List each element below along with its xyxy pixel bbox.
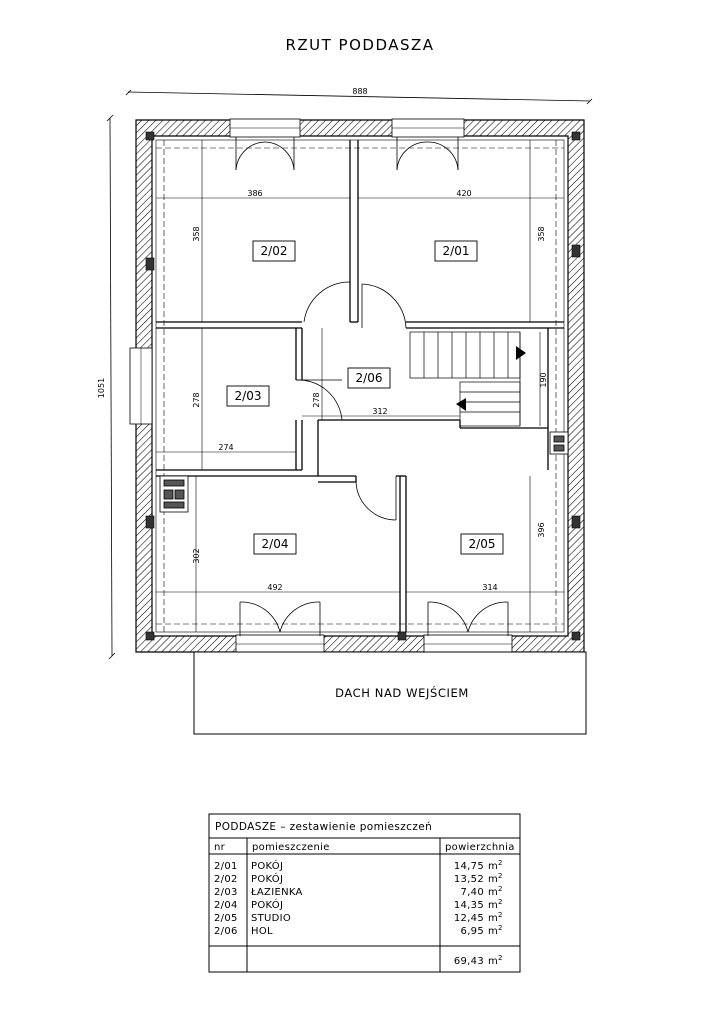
room-tag-2-06: 2/06 <box>356 371 383 385</box>
table-row-name: POKÓJ <box>251 872 283 885</box>
table-total-area: 69,43 <box>454 956 484 967</box>
wall-inner-line <box>155 139 565 633</box>
room-tag-2-03: 2/03 <box>235 389 262 403</box>
door-2-01-opening <box>396 137 459 171</box>
dim-hall-height: 278 <box>312 392 321 407</box>
room-tag-2-02: 2/02 <box>261 244 288 258</box>
table-row-unit: m2 <box>488 898 503 911</box>
table-row-name: POKÓJ <box>251 898 283 911</box>
table-row-nr: 2/06 <box>214 926 238 937</box>
table-row-nr: 2/01 <box>214 861 238 872</box>
room-tags <box>226 240 504 555</box>
drawing-title: RZUT PODDASZA <box>285 36 434 54</box>
overall-height-dimension <box>106 114 116 660</box>
table-row-name: POKÓJ <box>251 859 283 872</box>
table-row-area: 7,40 <box>461 887 484 898</box>
table-row-unit: m2 <box>488 911 503 924</box>
table-row-unit: m2 <box>488 872 503 885</box>
table-row-nr: 2/04 <box>214 900 238 911</box>
table-row-area: 14,75 <box>454 861 484 872</box>
table-row-unit: m2 <box>488 924 503 937</box>
dim-hall-width: 312 <box>372 407 387 416</box>
dim-2-02-width: 386 <box>247 189 262 198</box>
table-row-area: 13,52 <box>454 874 484 885</box>
dim-2-01-width: 420 <box>456 189 471 198</box>
dim-2-04-width: 492 <box>267 583 282 592</box>
stair-arrows <box>456 346 526 411</box>
table-row-nr: 2/05 <box>214 913 238 924</box>
table-row-name: STUDIO <box>251 913 291 924</box>
table-col-nr: nr <box>214 842 226 853</box>
roof-slope-lines <box>156 140 564 632</box>
dim-stair-height: 190 <box>539 372 548 387</box>
table-row-nr: 2/02 <box>214 874 238 885</box>
overall-width-dimension <box>125 89 593 105</box>
table-total-unit: m2 <box>488 954 503 967</box>
dim-2-01-height: 358 <box>537 226 546 241</box>
wall-columns <box>145 131 581 641</box>
table-row-unit: m2 <box>488 885 503 898</box>
entrance-roof <box>193 651 587 735</box>
table-title: PODDASZE – zestawienie pomieszczeń <box>215 821 432 833</box>
door-2-04-balcony <box>239 601 321 636</box>
table-row-name: HOL <box>251 926 273 937</box>
room-schedule-table <box>208 813 521 973</box>
table-row-name: ŁAZIENKA <box>250 887 303 898</box>
interior-dimension-lines <box>156 140 564 632</box>
bottom-windows <box>235 634 513 654</box>
hall-doors <box>295 281 407 521</box>
door-2-02-opening <box>235 137 295 171</box>
table-col-name: pomieszczenie <box>252 842 330 853</box>
table-row-area: 6,95 <box>461 926 484 937</box>
room-tag-2-01: 2/01 <box>443 244 470 258</box>
dim-2-04-height: 302 <box>192 548 201 563</box>
table-col-area: powierzchnia <box>445 842 515 853</box>
left-window <box>129 347 153 425</box>
dim-2-03-width: 274 <box>218 443 233 452</box>
door-2-05-balcony <box>427 601 509 636</box>
room-tag-2-05: 2/05 <box>469 537 496 551</box>
dim-2-02-height: 358 <box>192 226 201 241</box>
bathroom-fixture <box>159 475 189 513</box>
overall-height-label: 1051 <box>97 378 106 398</box>
table-row-unit: m2 <box>488 859 503 872</box>
table-rows: 2/01 POKÓJ 14,75 m2 2/02 POKÓJ 13,52 m2 … <box>214 859 503 937</box>
table-row-area: 14,35 <box>454 900 484 911</box>
table-row-nr: 2/03 <box>214 887 238 898</box>
entrance-roof-label: DACH NAD WEJŚCIEM <box>335 685 469 700</box>
dim-2-03-height: 278 <box>192 392 201 407</box>
table-row-area: 12,45 <box>454 913 484 924</box>
top-windows <box>229 118 465 138</box>
room-tag-2-04: 2/04 <box>262 537 289 551</box>
staircase <box>409 331 521 427</box>
studio-fixture <box>549 431 569 455</box>
overall-width-label: 888 <box>352 87 367 96</box>
dim-2-05-width: 314 <box>482 583 497 592</box>
dim-2-05-height: 396 <box>537 522 546 537</box>
